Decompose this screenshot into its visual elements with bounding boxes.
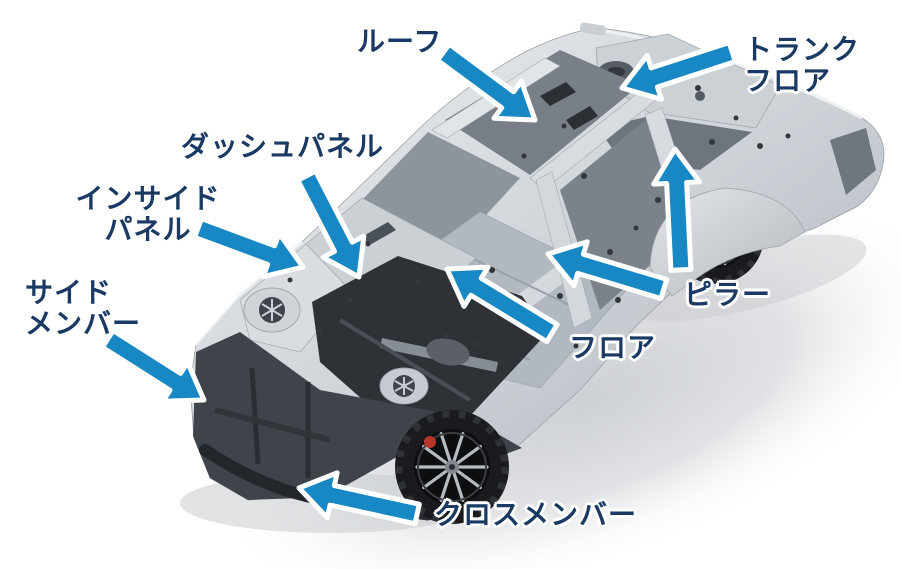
support-crossbar <box>214 407 331 443</box>
support-rail <box>249 367 261 465</box>
pillar-up-arrow <box>651 146 703 273</box>
engine-component <box>426 338 470 366</box>
floor-label: フロア <box>569 332 657 363</box>
annotation-arrows <box>99 39 738 527</box>
dash-panel-label: ダッシュパネル <box>181 131 385 162</box>
pillar-diagonal-arrow <box>545 239 670 302</box>
tail-panel-opening <box>830 128 876 195</box>
trunk-floor-label: トランク フロア <box>744 34 861 97</box>
cross-member-label: クロスメンバー <box>434 499 638 530</box>
trunk-floor-arrow <box>619 39 738 102</box>
side-member-arrow <box>99 327 207 404</box>
bay-brace <box>338 318 472 402</box>
inside-panel-arrow <box>192 216 306 280</box>
roof-slot-2 <box>566 106 598 130</box>
pillar-label: ピラー <box>684 279 772 310</box>
side-member-label: サイド メンバー <box>25 277 142 340</box>
left-strut-tower <box>243 287 301 333</box>
cross-member-arrow <box>296 470 422 527</box>
floor-crossmember-line-2 <box>454 249 591 316</box>
roof-label: ルーフ <box>357 26 443 57</box>
right-strut-tower <box>379 367 429 405</box>
floor-arrow <box>444 264 560 345</box>
cowl-slot <box>360 222 396 246</box>
dash-panel-arrow <box>295 168 367 280</box>
roof-bracket <box>579 22 607 36</box>
trunk-hole <box>695 91 705 101</box>
roof-slot <box>540 82 576 106</box>
inside-panel-label: インサイド パネル <box>75 183 221 246</box>
roof-arrow <box>434 41 538 123</box>
roof-opening <box>445 50 640 175</box>
